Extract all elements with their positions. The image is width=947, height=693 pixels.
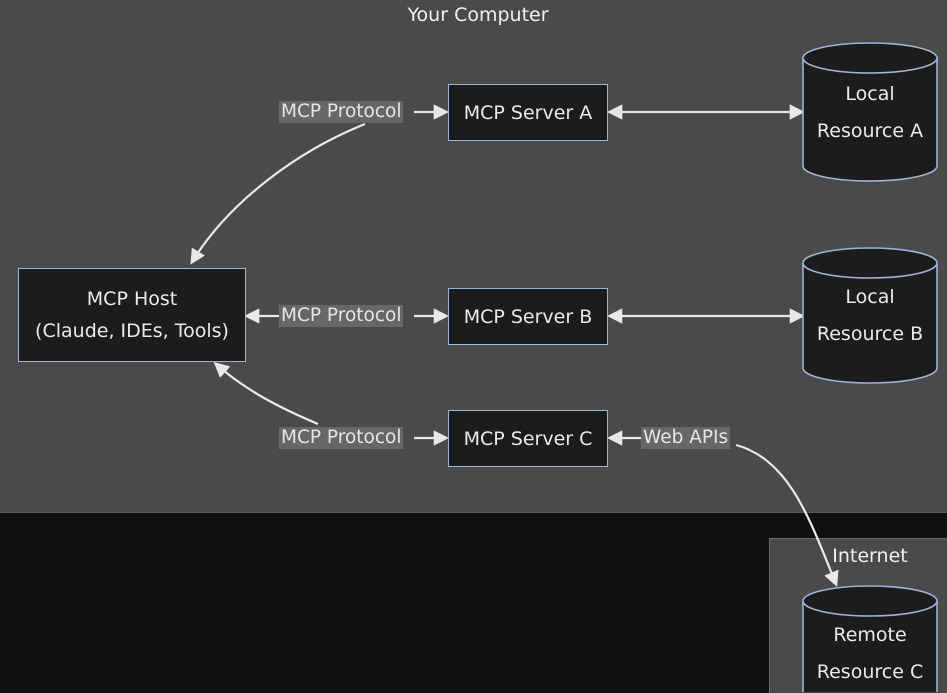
edge-label-web-apis: Web APIs — [641, 427, 731, 449]
resource-b-line1: Local — [845, 286, 895, 308]
mcp-server-b-node: MCP Server B — [448, 288, 608, 345]
resource-a-label: Local Resource A — [803, 76, 937, 150]
resource-b-line2: Resource B — [816, 323, 924, 345]
edge-web-apis-to-resource-c — [735, 443, 839, 587]
edge-host-protocol-a-curve — [190, 122, 366, 265]
resource-c-cylinder — [802, 585, 938, 692]
resource-c-line1: Remote — [833, 624, 907, 646]
resource-a-line1: Local — [845, 83, 895, 105]
resource-a-line2: Resource A — [816, 120, 924, 142]
resource-b-label: Local Resource B — [803, 279, 937, 353]
mcp-server-c-label: MCP Server C — [463, 427, 593, 450]
resource-b-cylinder — [802, 247, 938, 384]
mcp-server-b-label: MCP Server B — [463, 305, 593, 328]
mcp-server-a-label: MCP Server A — [463, 101, 593, 124]
internet-title: Internet — [832, 545, 908, 567]
edge-label-protocol-c: MCP Protocol — [279, 427, 404, 449]
edge-label-protocol-a: MCP Protocol — [279, 101, 404, 123]
resource-c-line2: Resource C — [816, 661, 924, 683]
resource-c-label: Remote Resource C — [803, 617, 937, 691]
mcp-server-c-node: MCP Server C — [448, 410, 608, 467]
mcp-host-title: MCP Host — [86, 288, 178, 310]
mcp-host-subtitle: (Claude, IDEs, Tools) — [35, 320, 229, 342]
resource-a-cylinder — [802, 42, 938, 182]
edge-label-protocol-b: MCP Protocol — [279, 305, 404, 327]
your-computer-title: Your Computer — [407, 4, 549, 26]
mcp-host-node: MCP Host (Claude, IDEs, Tools) — [18, 268, 246, 362]
mcp-server-a-node: MCP Server A — [448, 84, 608, 141]
edge-host-protocol-c-curve — [213, 361, 319, 426]
